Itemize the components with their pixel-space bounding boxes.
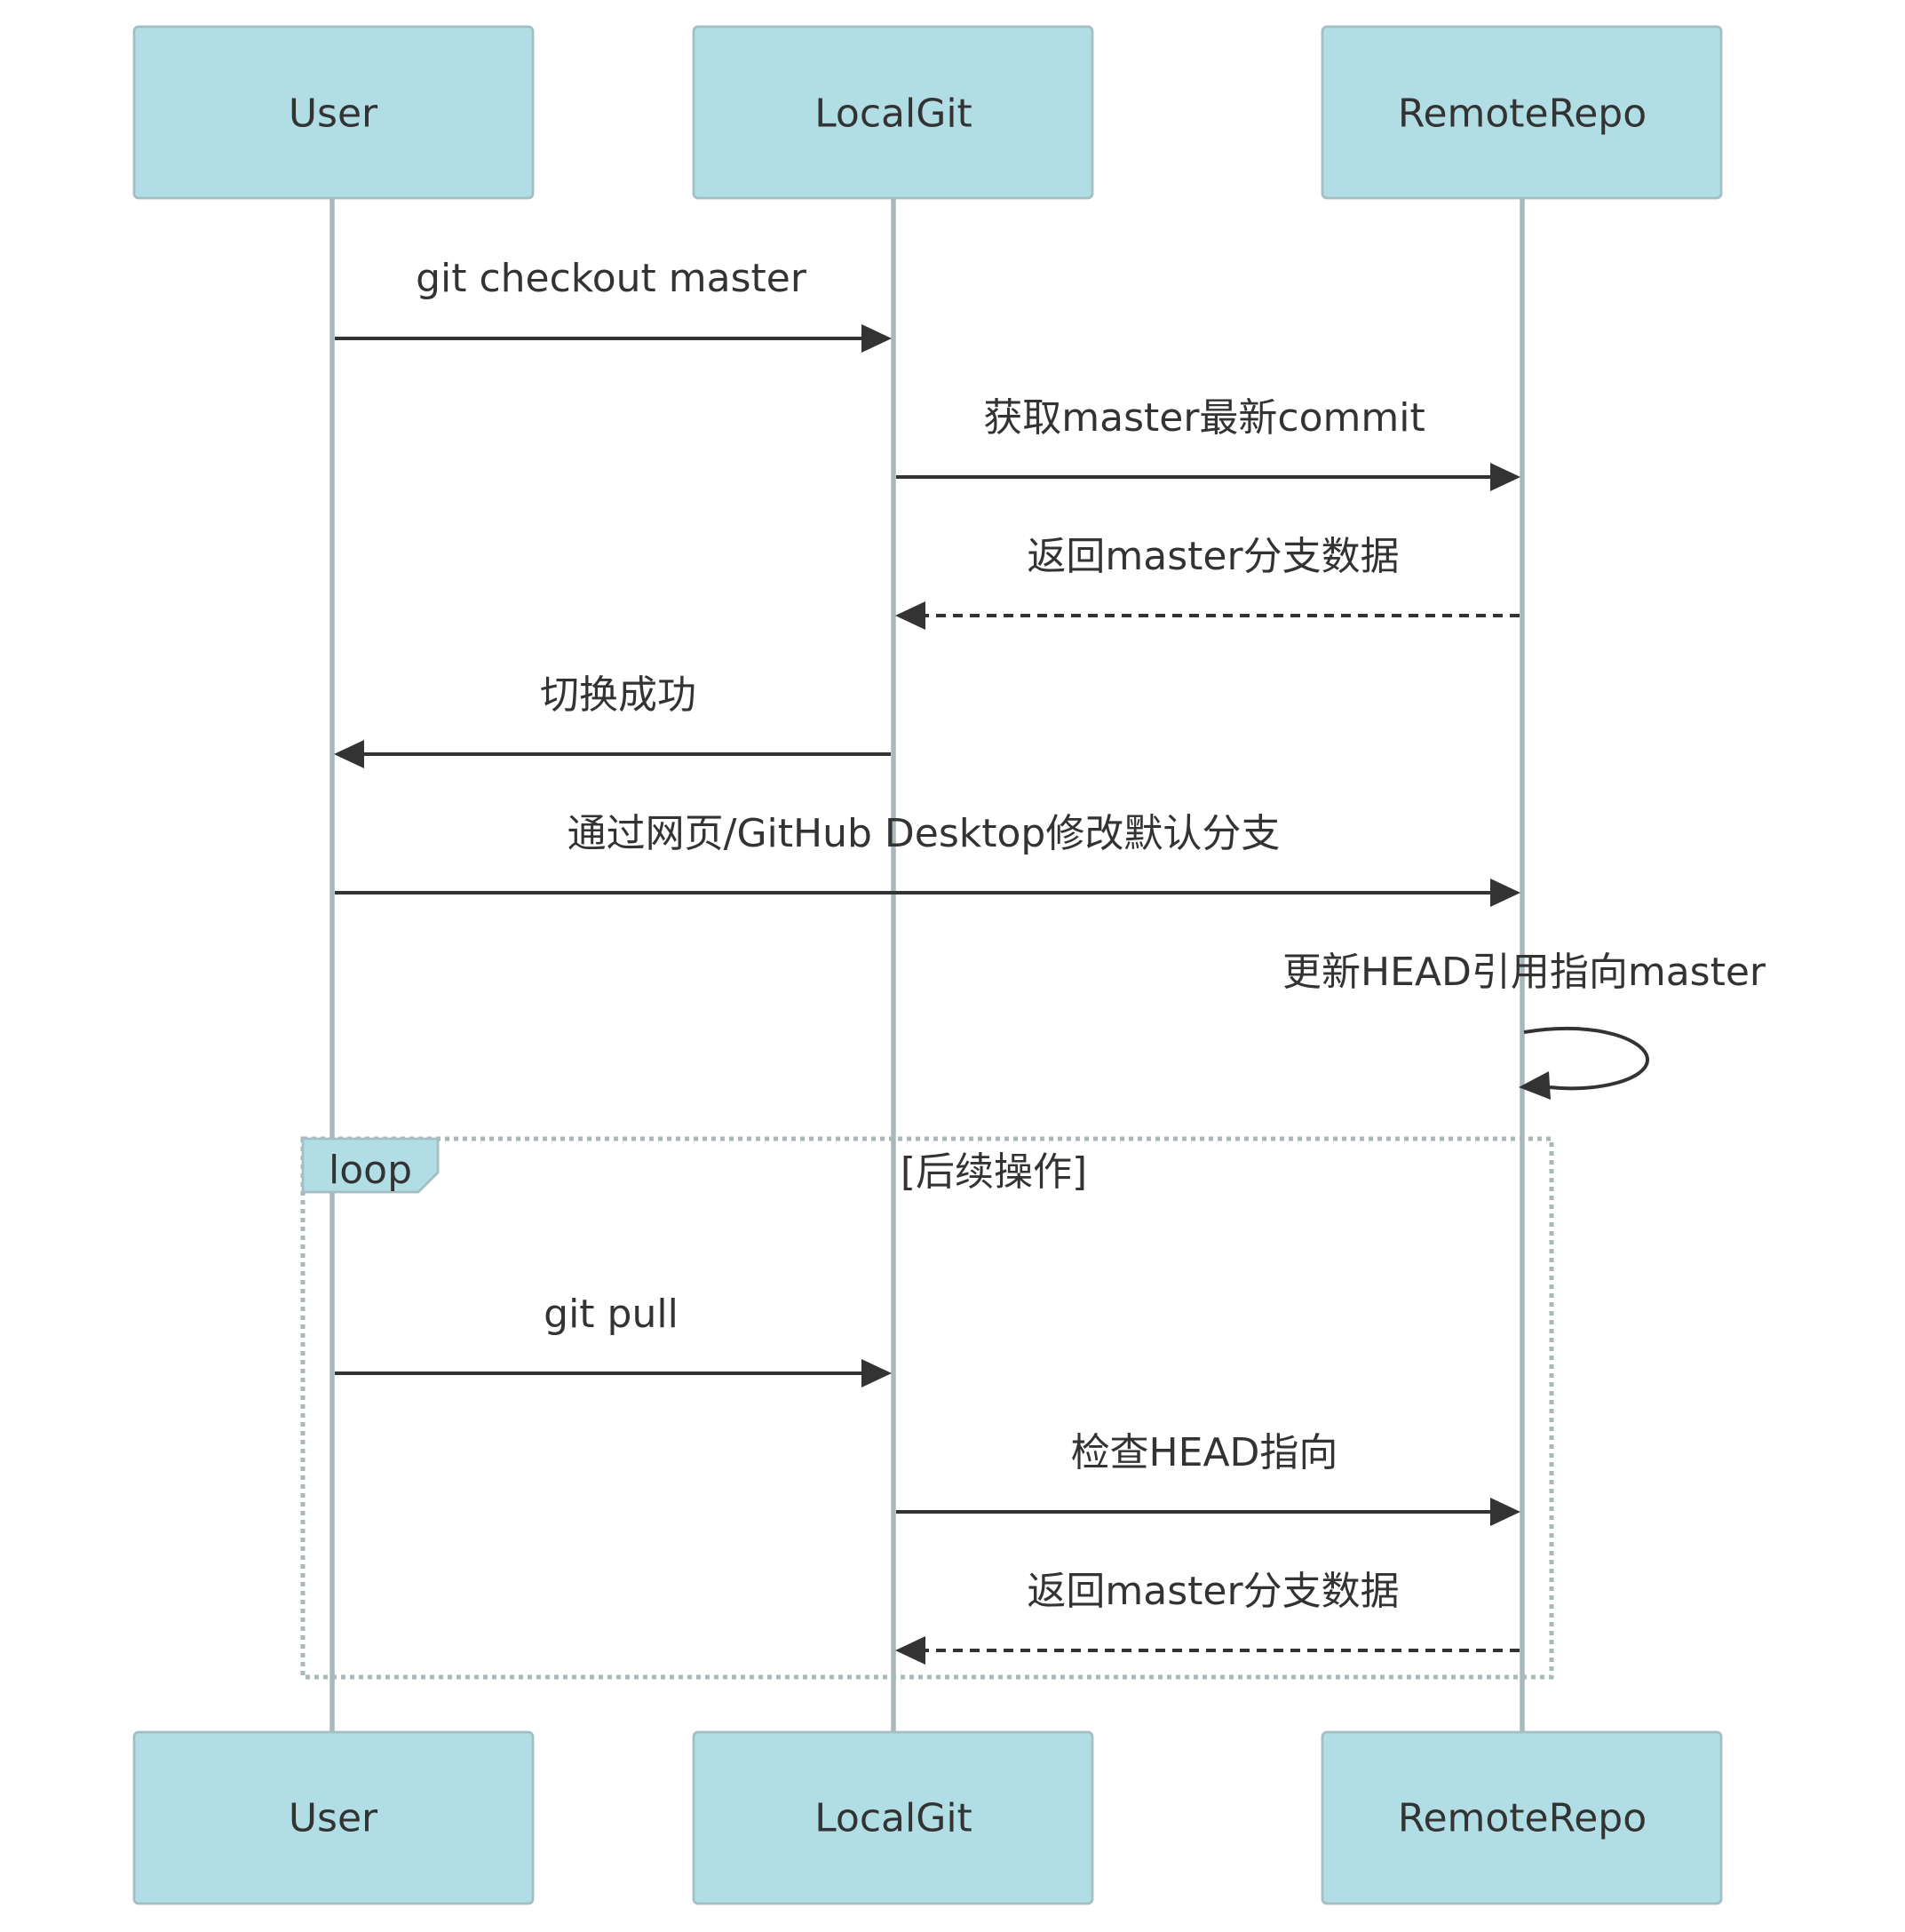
message-label: 返回master分支数据 <box>1027 534 1399 579</box>
message-5: 通过网页/GitHub Desktop修改默认分支 <box>335 811 1520 907</box>
arrowhead-icon <box>1490 1498 1520 1526</box>
message-9: 返回master分支数据 <box>895 1569 1520 1665</box>
arrowhead-icon <box>1490 463 1520 491</box>
actor-label: User <box>289 91 378 137</box>
message-label: 更新HEAD引用指向master <box>1282 950 1766 995</box>
message-8: 检查HEAD指向 <box>896 1430 1520 1526</box>
message-3: 返回master分支数据 <box>895 534 1520 630</box>
loop-condition: [后续操作] <box>901 1149 1087 1195</box>
message-label: 返回master分支数据 <box>1027 1569 1399 1614</box>
arrowhead-icon <box>861 1359 892 1387</box>
arrowhead-icon <box>1490 879 1520 907</box>
arrowhead-icon <box>334 740 364 768</box>
message-6: 更新HEAD引用指向master <box>1282 950 1766 1100</box>
message-7: git pull <box>335 1292 892 1387</box>
arrowhead-icon <box>861 324 892 353</box>
message-label: git checkout master <box>416 256 807 301</box>
actor-localgit-top: LocalGit <box>692 25 1094 200</box>
arrowhead-icon <box>895 601 925 630</box>
actor-user-bottom: User <box>132 1730 535 1905</box>
actor-user-top: User <box>132 25 535 200</box>
self-loop-arrow-line <box>1523 1026 1650 1091</box>
actor-label: User <box>289 1796 378 1841</box>
loop-frame: loop [后续操作] <box>300 1136 1554 1680</box>
arrowhead-icon <box>1519 1071 1551 1100</box>
message-label: git pull <box>544 1292 679 1337</box>
message-label: 通过网页/GitHub Desktop修改默认分支 <box>568 811 1281 856</box>
message-2: 获取master最新commit <box>896 395 1520 491</box>
loop-tag <box>301 1137 440 1194</box>
actor-remoterepo-top: RemoteRepo <box>1321 25 1723 200</box>
arrowhead-icon <box>895 1636 925 1665</box>
actor-label: LocalGit <box>814 1796 972 1841</box>
loop-label: loop <box>329 1148 412 1193</box>
message-label: 切换成功 <box>540 672 696 718</box>
actor-label: RemoteRepo <box>1398 1796 1647 1841</box>
message-label: 获取master最新commit <box>983 395 1425 441</box>
actor-label: RemoteRepo <box>1398 91 1647 137</box>
message-4: 切换成功 <box>334 672 891 768</box>
message-label: 检查HEAD指向 <box>1071 1430 1338 1475</box>
actor-label: LocalGit <box>814 91 972 137</box>
actor-localgit-bottom: LocalGit <box>692 1730 1094 1905</box>
actor-remoterepo-bottom: RemoteRepo <box>1321 1730 1723 1905</box>
message-1: git checkout master <box>335 256 892 353</box>
